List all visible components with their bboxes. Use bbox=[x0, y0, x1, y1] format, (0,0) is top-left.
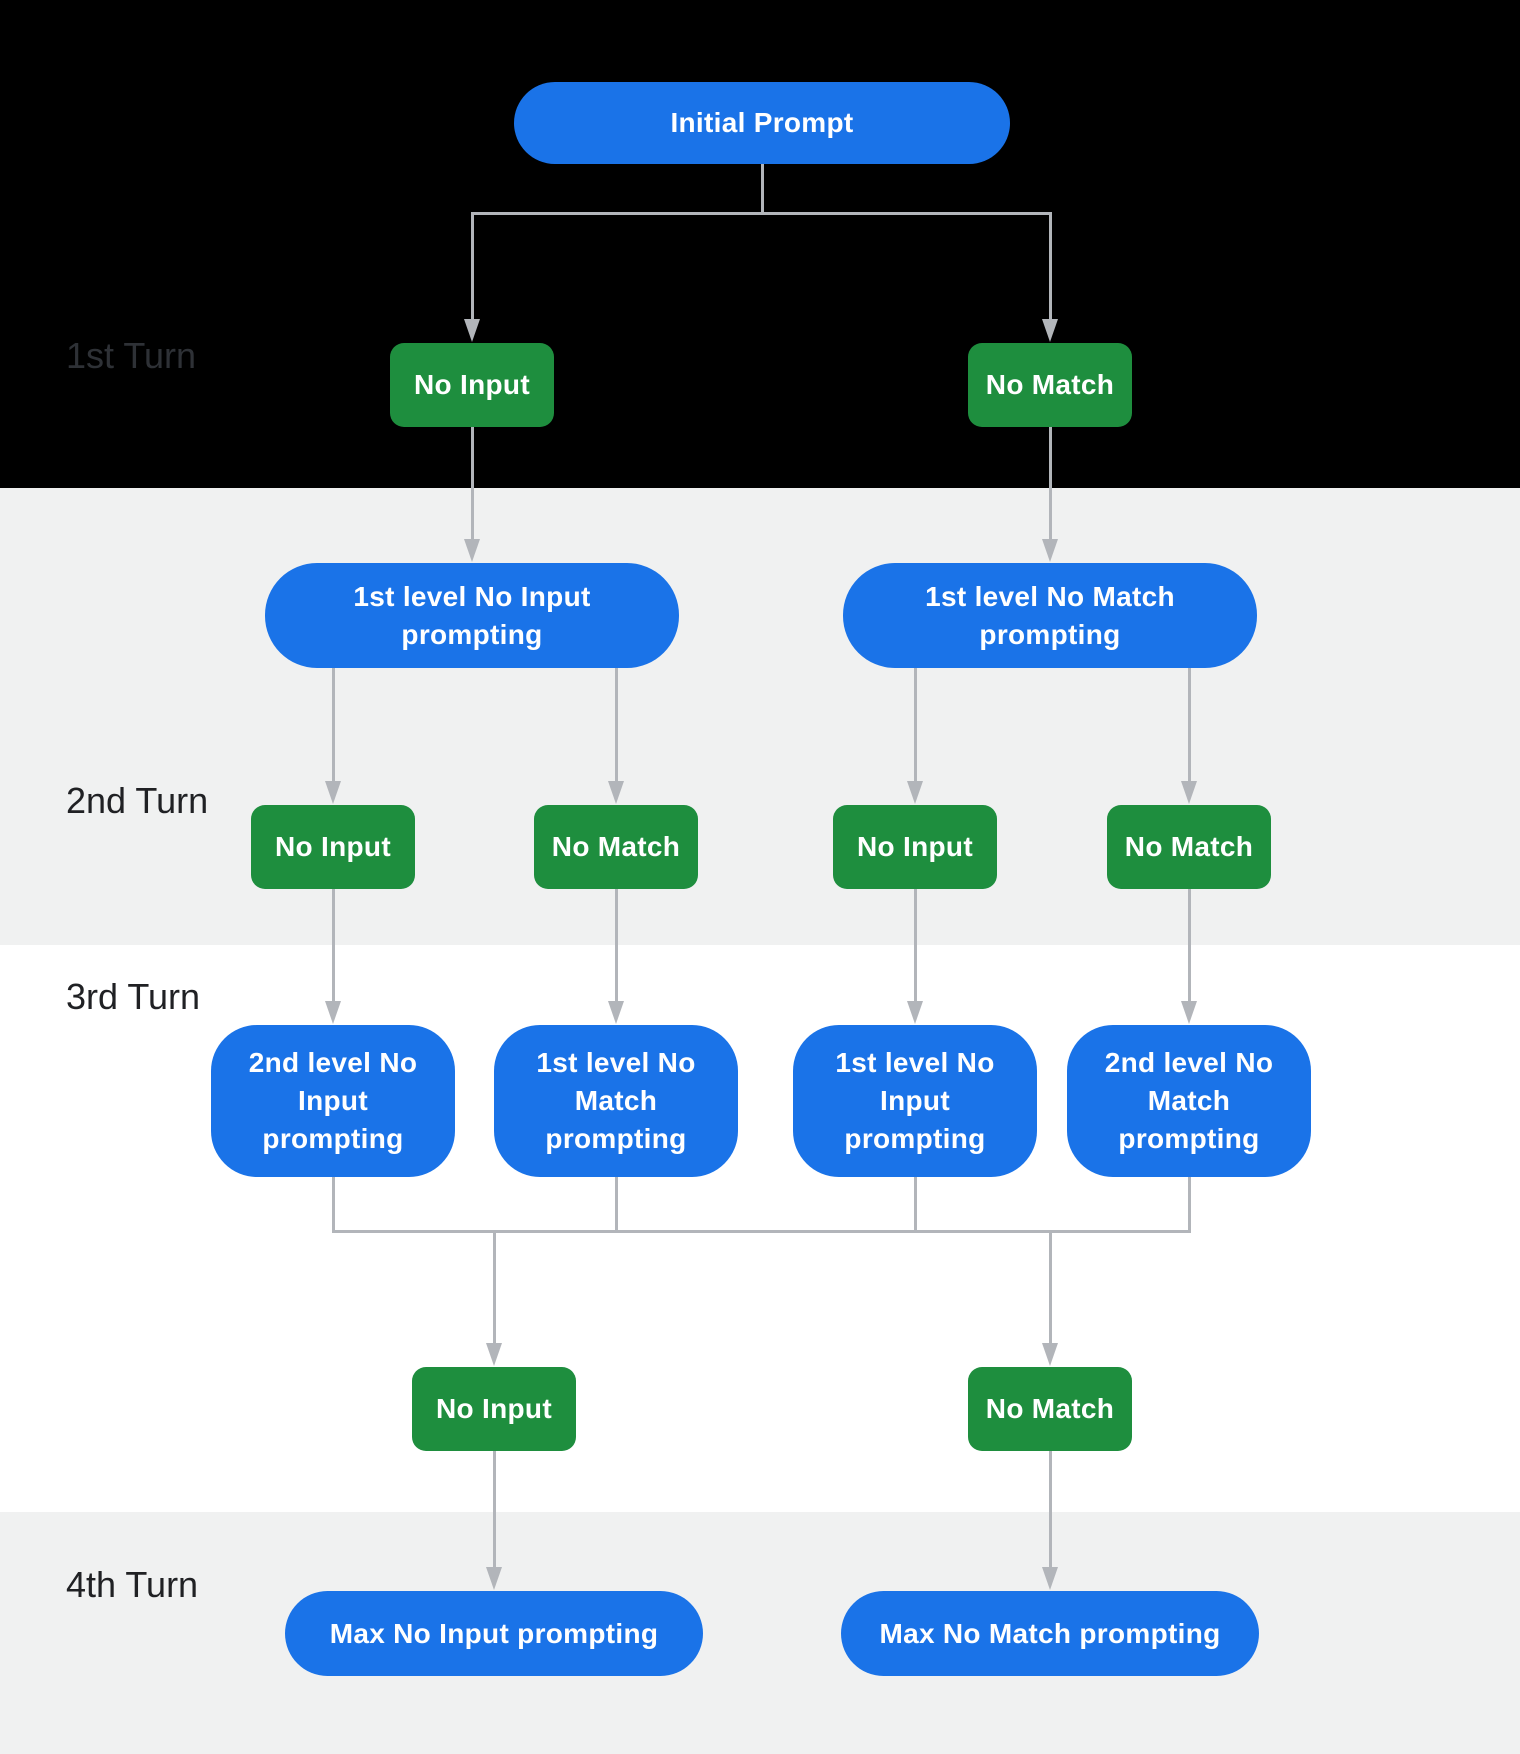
second-level-no-input-prompt-node: 2nd level No Input prompting bbox=[211, 1025, 455, 1177]
connector-line bbox=[1049, 427, 1052, 541]
arrow-down-icon bbox=[486, 1567, 502, 1590]
no-match-event-turn2-left: No Match bbox=[534, 805, 698, 889]
connector-line bbox=[493, 1451, 496, 1569]
connector-root-stem bbox=[761, 164, 764, 214]
initial-prompt-node: Initial Prompt bbox=[514, 82, 1010, 164]
no-input-event-turn4: No Input bbox=[412, 1367, 576, 1451]
second-level-no-match-prompt-node: 2nd level No Match prompting bbox=[1067, 1025, 1311, 1177]
arrow-down-icon bbox=[486, 1343, 502, 1366]
arrow-down-icon bbox=[325, 781, 341, 804]
background-band-turn1 bbox=[0, 0, 1520, 488]
arrow-down-icon bbox=[1042, 1343, 1058, 1366]
turn-label-3rd: 3rd Turn bbox=[66, 976, 201, 1017]
turn-label-1st: 1st Turn bbox=[66, 335, 197, 376]
connector-line bbox=[493, 1230, 496, 1345]
no-match-event-turn2-right: No Match bbox=[1107, 805, 1271, 889]
connector-stub bbox=[914, 1177, 917, 1233]
arrow-down-icon bbox=[464, 319, 480, 342]
arrow-down-icon bbox=[464, 539, 480, 562]
no-input-event-turn1: No Input bbox=[390, 343, 554, 427]
turn-label-4th: 4th Turn bbox=[66, 1564, 199, 1605]
connector-line bbox=[1049, 1451, 1052, 1569]
connector-stub bbox=[615, 1177, 618, 1233]
background-band-turn4 bbox=[0, 1512, 1520, 1754]
max-no-match-prompt-node: Max No Match prompting bbox=[841, 1591, 1259, 1676]
connector-line bbox=[615, 668, 618, 783]
background-band-turn3 bbox=[0, 945, 1520, 1512]
first-level-no-match-prompt-node: 1st level No Match prompting bbox=[843, 563, 1257, 668]
arrow-down-icon bbox=[1181, 1001, 1197, 1024]
connector-converge-bar bbox=[332, 1230, 1191, 1233]
connector-line bbox=[914, 889, 917, 1003]
connector-stub bbox=[332, 1177, 335, 1233]
first-level-no-input-prompt-node-turn3: 1st level No Input prompting bbox=[793, 1025, 1037, 1177]
connector-stub bbox=[1188, 1177, 1191, 1233]
arrow-down-icon bbox=[1181, 781, 1197, 804]
connector-line bbox=[1188, 668, 1191, 783]
arrow-down-icon bbox=[907, 1001, 923, 1024]
connector-root-branch bbox=[472, 212, 1050, 215]
arrow-down-icon bbox=[608, 781, 624, 804]
connector-line bbox=[471, 427, 474, 541]
arrow-down-icon bbox=[325, 1001, 341, 1024]
connector-line bbox=[332, 889, 335, 1003]
connector-line bbox=[1188, 889, 1191, 1003]
turn-label-2nd: 2nd Turn bbox=[66, 780, 209, 821]
arrow-down-icon bbox=[1042, 1567, 1058, 1590]
arrow-down-icon bbox=[1042, 539, 1058, 562]
connector-line bbox=[332, 668, 335, 783]
first-level-no-match-prompt-node-turn3: 1st level No Match prompting bbox=[494, 1025, 738, 1177]
max-no-input-prompt-node: Max No Input prompting bbox=[285, 1591, 703, 1676]
background-band-turn2 bbox=[0, 488, 1520, 945]
connector-line bbox=[914, 668, 917, 783]
arrow-down-icon bbox=[907, 781, 923, 804]
connector-line bbox=[1049, 1230, 1052, 1345]
connector-line bbox=[1049, 212, 1052, 321]
no-match-event-turn4: No Match bbox=[968, 1367, 1132, 1451]
no-match-event-turn1: No Match bbox=[968, 343, 1132, 427]
no-input-event-turn2-right: No Input bbox=[833, 805, 997, 889]
no-input-event-turn2-left: No Input bbox=[251, 805, 415, 889]
connector-line bbox=[615, 889, 618, 1003]
connector-line bbox=[471, 212, 474, 321]
arrow-down-icon bbox=[1042, 319, 1058, 342]
first-level-no-input-prompt-node: 1st level No Input prompting bbox=[265, 563, 679, 668]
arrow-down-icon bbox=[608, 1001, 624, 1024]
